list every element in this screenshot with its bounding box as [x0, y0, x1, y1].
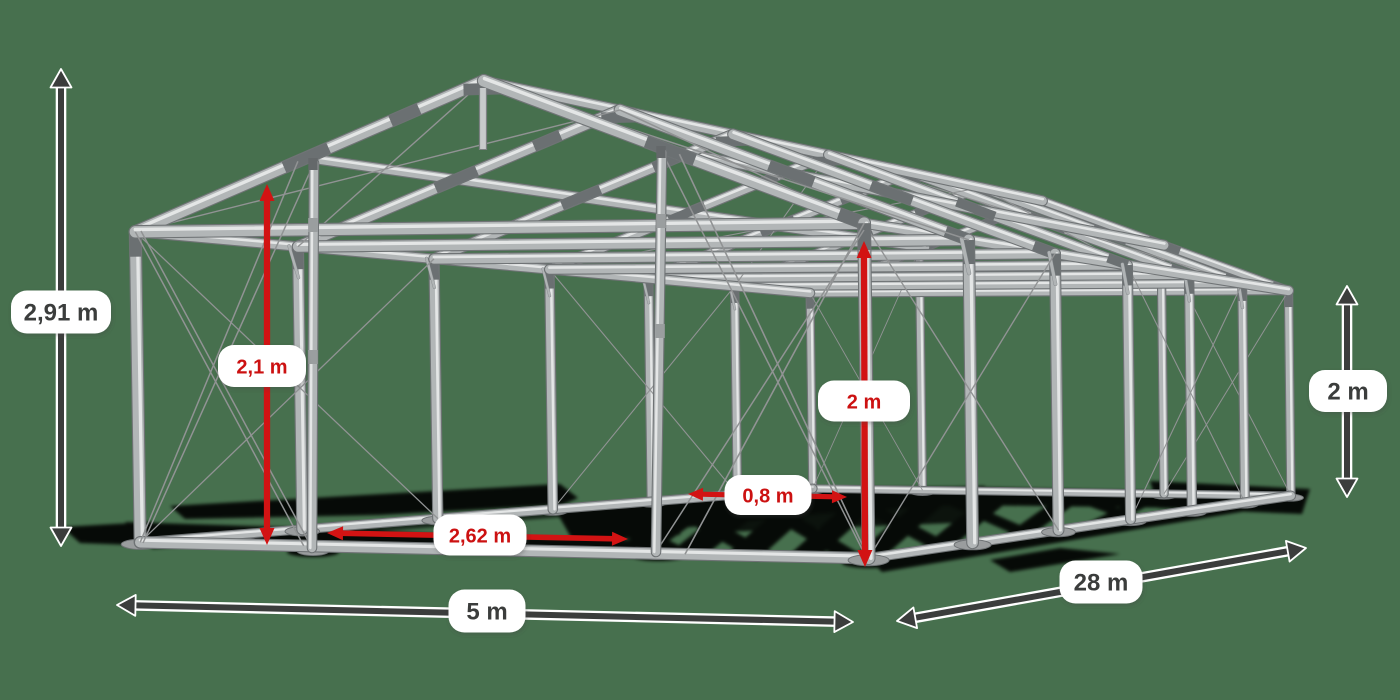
svg-text:2 m: 2 m — [1327, 379, 1368, 406]
svg-text:5 m: 5 m — [466, 599, 507, 626]
svg-text:2,91 m: 2,91 m — [24, 300, 99, 327]
svg-text:2,62 m: 2,62 m — [449, 525, 511, 547]
svg-text:2 m: 2 m — [847, 391, 881, 413]
svg-text:2,1 m: 2,1 m — [236, 356, 287, 378]
svg-text:28 m: 28 m — [1074, 570, 1129, 597]
svg-text:0,8 m: 0,8 m — [742, 485, 793, 507]
